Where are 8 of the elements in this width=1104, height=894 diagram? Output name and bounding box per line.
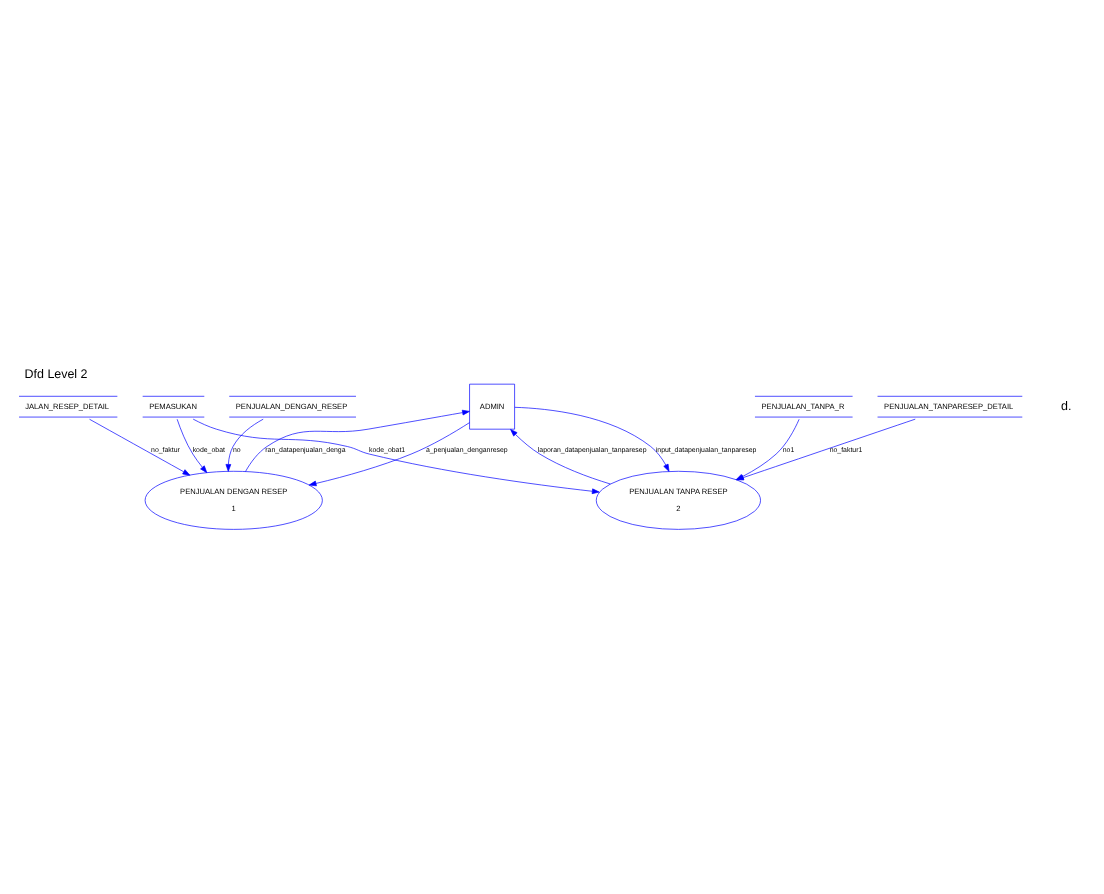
arrow <box>510 429 611 485</box>
arrow <box>176 418 208 474</box>
arrow <box>308 422 470 487</box>
arrow <box>225 418 264 472</box>
arrow <box>192 418 600 495</box>
arrow <box>245 409 470 472</box>
arrow <box>89 418 191 476</box>
arrow <box>514 406 670 472</box>
